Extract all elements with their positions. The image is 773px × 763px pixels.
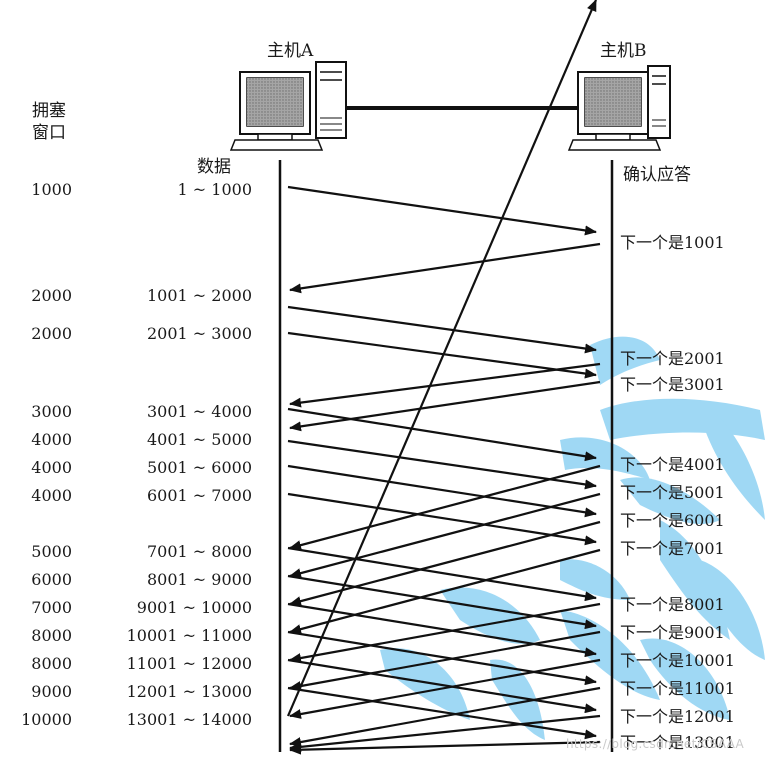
data-range: 2001 ~ 3000	[146, 324, 252, 343]
cwnd-value: 5000	[31, 542, 72, 561]
ack-label: 下一个是5001	[620, 483, 725, 502]
data-segment-arrow	[287, 407, 597, 462]
data-column-header: 数据	[197, 157, 231, 177]
data-range: 9001 ~ 10000	[136, 598, 252, 617]
data-range: 12001 ~ 13000	[126, 682, 252, 701]
data-range: 7001 ~ 8000	[146, 542, 252, 561]
host-a-label: 主机A	[267, 41, 314, 61]
ack-label: 下一个是1001	[620, 233, 725, 252]
cwnd-value: 1000	[31, 180, 72, 199]
ack-arrow	[289, 630, 601, 691]
data-segment-arrow	[287, 305, 597, 354]
cwnd-value: 10000	[21, 710, 72, 729]
ack-arrow	[289, 492, 601, 579]
computer-b-icon	[567, 65, 671, 151]
data-segment-arrow	[287, 185, 597, 236]
ack-arrow	[289, 658, 601, 719]
cwnd-value: 4000	[31, 486, 72, 505]
data-range: 1001 ~ 2000	[146, 286, 252, 305]
ack-column-header: 确认应答	[623, 165, 691, 185]
data-segment-arrow	[287, 630, 597, 686]
ack-arrow	[289, 464, 601, 551]
data-segment-arrow	[287, 331, 597, 379]
cwnd-value: 8000	[31, 626, 72, 645]
data-range: 1 ~ 1000	[177, 180, 252, 199]
ack-arrow	[289, 602, 601, 663]
data-range: 13001 ~ 14000	[126, 710, 252, 729]
ack-label: 下一个是8001	[620, 595, 725, 614]
ack-arrow	[289, 520, 601, 607]
ack-arrow	[289, 548, 601, 635]
ack-arrow	[289, 362, 601, 408]
cwnd-value: 8000	[31, 654, 72, 673]
data-segment-arrow	[286, 0, 598, 717]
data-range: 4001 ~ 5000	[146, 430, 252, 449]
cwnd-value: 7000	[31, 598, 72, 617]
data-segment-arrow	[287, 492, 597, 546]
ack-arrow	[289, 740, 601, 755]
ack-arrow	[289, 380, 601, 432]
cwnd-header-line2: 窗口	[32, 123, 66, 143]
cwnd-value: 4000	[31, 430, 72, 449]
data-segment-arrow	[287, 658, 597, 714]
ack-label: 下一个是12001	[620, 707, 735, 726]
data-segment-arrow	[287, 574, 597, 630]
host-b-label: 主机B	[600, 41, 647, 61]
ack-label: 下一个是10001	[620, 651, 735, 670]
ack-label: 下一个是2001	[620, 349, 725, 368]
data-range: 8001 ~ 9000	[146, 570, 252, 589]
cwnd-value: 9000	[31, 682, 72, 701]
watermark-url: https://blog.csdn.net/CSAAA	[566, 737, 744, 751]
data-segment-arrow	[287, 602, 597, 658]
cwnd-value: 2000	[31, 286, 72, 305]
cwnd-value: 3000	[31, 402, 72, 421]
ack-label: 下一个是6001	[620, 511, 725, 530]
cwnd-value: 4000	[31, 458, 72, 477]
ack-label: 下一个是3001	[620, 375, 725, 394]
ack-label: 下一个是13001	[620, 733, 735, 752]
data-range: 10001 ~ 11000	[126, 626, 252, 645]
data-range: 5001 ~ 6000	[146, 458, 252, 477]
ack-label: 下一个是7001	[620, 539, 725, 558]
ack-label: 下一个是9001	[620, 623, 725, 642]
data-range: 6001 ~ 7000	[146, 486, 252, 505]
ack-arrow	[289, 714, 601, 752]
computer-a-icon	[229, 61, 347, 151]
ack-arrow	[289, 242, 601, 294]
ack-label: 下一个是11001	[620, 679, 735, 698]
data-segment-arrow	[287, 686, 597, 740]
ack-arrow	[289, 686, 601, 747]
cwnd-value: 2000	[31, 324, 72, 343]
ack-label: 下一个是4001	[620, 455, 725, 474]
data-segment-arrow	[287, 464, 597, 518]
data-segment-arrow	[287, 439, 597, 490]
cwnd-header-line1: 拥塞	[32, 101, 66, 121]
data-segment-arrow	[287, 546, 597, 602]
data-range: 11001 ~ 12000	[126, 654, 252, 673]
data-range: 3001 ~ 4000	[146, 402, 252, 421]
congestion-window-header: 拥塞 窗口	[32, 100, 66, 144]
cwnd-value: 6000	[31, 570, 72, 589]
